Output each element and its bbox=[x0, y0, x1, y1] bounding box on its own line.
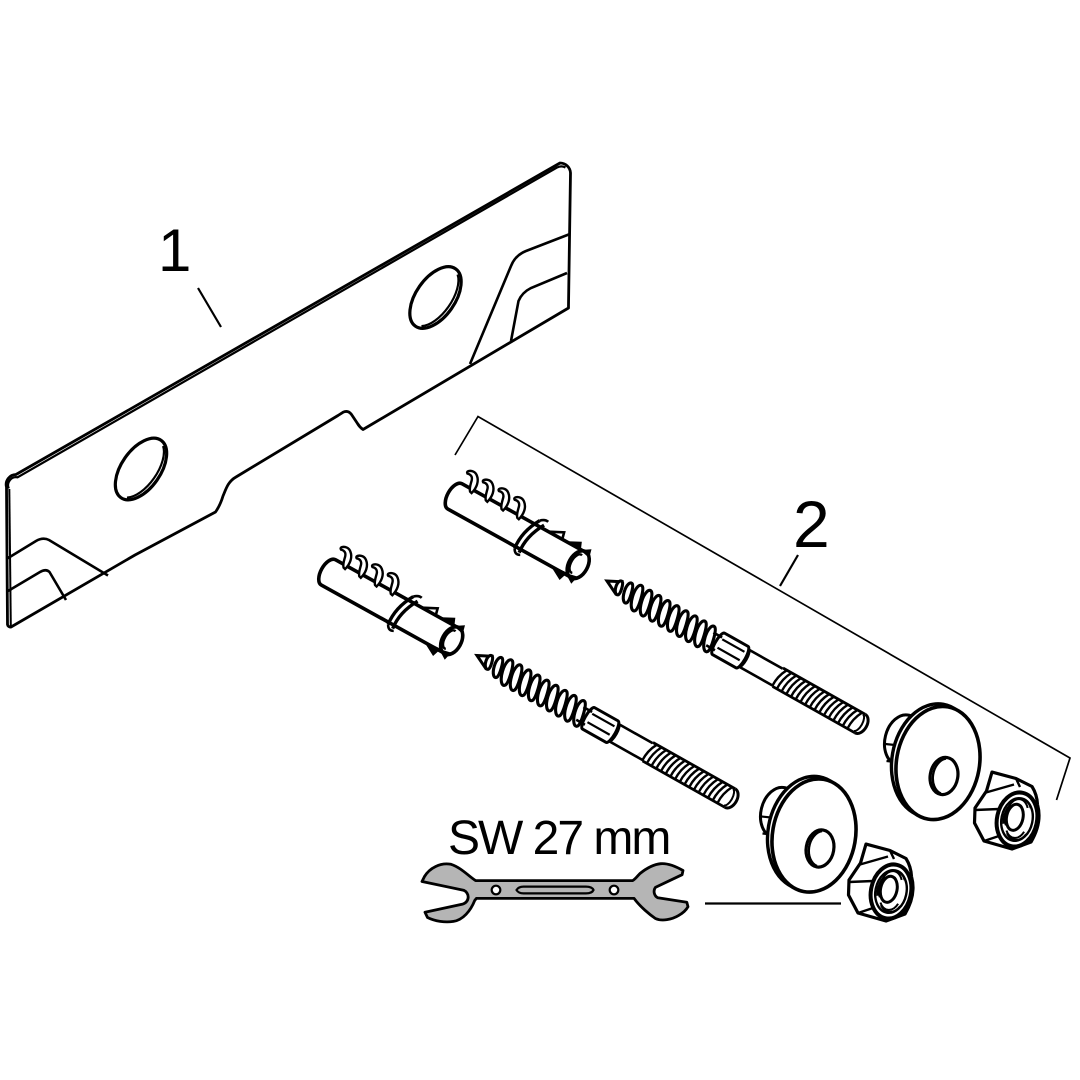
svg-text:1: 1 bbox=[158, 217, 191, 284]
svg-text:SW 27 mm: SW 27 mm bbox=[448, 812, 669, 865]
svg-text:2: 2 bbox=[793, 487, 830, 561]
